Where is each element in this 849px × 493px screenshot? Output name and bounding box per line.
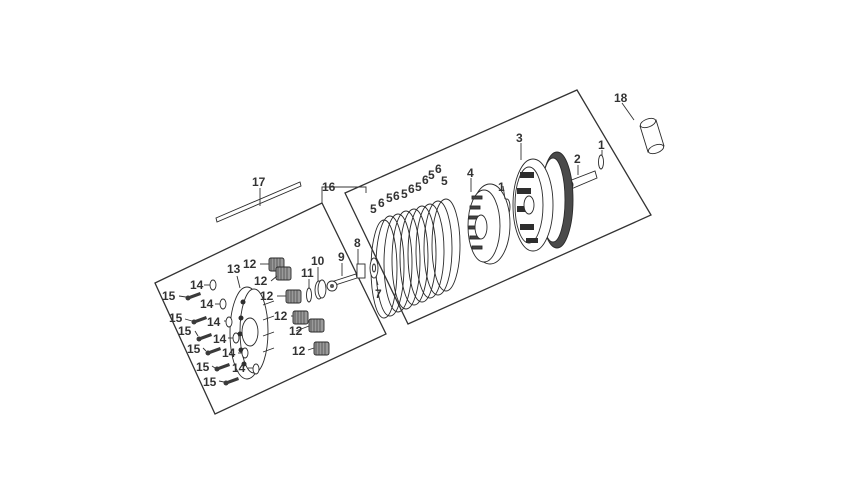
callout-5a: 5 bbox=[370, 202, 377, 216]
clutch-assembly-frame bbox=[344, 89, 652, 325]
callout-15b: 15 bbox=[169, 311, 183, 325]
plate-6d bbox=[407, 205, 437, 303]
leader-lines bbox=[178, 102, 635, 383]
callout-1b: 1 bbox=[498, 180, 505, 194]
bolt-15c bbox=[196, 333, 212, 342]
callout-5b: 5 bbox=[386, 191, 393, 205]
spring-12e bbox=[308, 318, 325, 333]
callout-15c: 15 bbox=[178, 324, 192, 338]
bolt-15d bbox=[205, 347, 221, 356]
springs-12 bbox=[268, 257, 330, 356]
washer-14b bbox=[219, 298, 227, 310]
spring-12f bbox=[313, 341, 330, 356]
callout-12b: 12 bbox=[254, 274, 268, 288]
callout-5c: 5 bbox=[401, 187, 408, 201]
callout-1: 1 bbox=[598, 138, 605, 152]
callout-15d: 15 bbox=[187, 342, 201, 356]
callout-6d: 6 bbox=[422, 173, 429, 187]
callout-5e: 5 bbox=[428, 168, 435, 182]
washer-14e bbox=[241, 347, 249, 359]
plate-5e bbox=[431, 198, 461, 292]
plate-5d bbox=[415, 203, 445, 299]
pushrod-17 bbox=[215, 181, 302, 223]
washer-14d bbox=[232, 332, 240, 344]
clutch-hub-4 bbox=[467, 183, 511, 265]
clutch-housing-3 bbox=[512, 151, 574, 252]
callout-9: 9 bbox=[338, 250, 345, 264]
callout-12a: 12 bbox=[243, 257, 257, 271]
callout-16: 16 bbox=[322, 180, 336, 194]
circlip-1 bbox=[598, 154, 604, 170]
callout-14f: 14 bbox=[232, 361, 246, 375]
callout-11: 11 bbox=[301, 266, 314, 280]
callout-2: 2 bbox=[574, 152, 581, 166]
callout-6b: 6 bbox=[393, 189, 400, 203]
bolt-15f bbox=[223, 377, 239, 386]
bolt-15e bbox=[214, 363, 230, 372]
callout-14e: 14 bbox=[222, 346, 236, 360]
callout-8: 8 bbox=[354, 236, 361, 250]
callout-6e: 6 bbox=[435, 162, 442, 176]
nut-8 bbox=[356, 263, 366, 279]
washer-7 bbox=[369, 257, 379, 279]
washer-14c bbox=[225, 316, 233, 328]
plate-6e bbox=[423, 200, 453, 296]
bolt-15b bbox=[191, 316, 207, 325]
spring-12b bbox=[275, 266, 292, 281]
plate-6c bbox=[391, 210, 421, 310]
bolt-15a bbox=[185, 292, 201, 301]
plate-5b bbox=[383, 213, 413, 313]
callout-18: 18 bbox=[614, 91, 628, 105]
callout-7: 7 bbox=[375, 287, 382, 301]
callout-5f: 5 bbox=[441, 174, 448, 188]
bearing-10 bbox=[314, 279, 327, 300]
callout-15a: 15 bbox=[162, 289, 176, 303]
washer-11 bbox=[306, 287, 312, 303]
callout-12f: 12 bbox=[292, 344, 306, 358]
callout-12e: 12 bbox=[289, 324, 303, 338]
callout-14c: 14 bbox=[207, 315, 221, 329]
callout-4: 4 bbox=[467, 166, 474, 180]
callout-10: 10 bbox=[311, 254, 325, 268]
clutch-plate-stack bbox=[370, 198, 461, 319]
callout-15e: 15 bbox=[196, 360, 210, 374]
bearing-18 bbox=[639, 117, 665, 155]
spring-12c bbox=[285, 289, 302, 304]
callout-6a: 6 bbox=[378, 196, 385, 210]
washer-14a bbox=[209, 279, 217, 291]
washers-14 bbox=[209, 279, 260, 375]
callout-6c: 6 bbox=[408, 182, 415, 196]
callout-12d: 12 bbox=[274, 309, 288, 323]
callout-14b: 14 bbox=[200, 297, 214, 311]
callout-5d: 5 bbox=[415, 180, 422, 194]
lifter-rod-9 bbox=[326, 273, 358, 292]
callout-13: 13 bbox=[227, 262, 241, 276]
spring-12d bbox=[292, 310, 309, 325]
callout-labels: 1 1 2 3 4 5 6 5 6 5 6 5 6 5 6 5 7 8 9 10… bbox=[162, 91, 628, 389]
callout-14d: 14 bbox=[213, 332, 227, 346]
callout-3: 3 bbox=[516, 131, 523, 145]
callout-17: 17 bbox=[252, 175, 266, 189]
washer-14f bbox=[252, 363, 260, 375]
callout-15f: 15 bbox=[203, 375, 217, 389]
plate-5c bbox=[399, 208, 429, 306]
bolts-15 bbox=[185, 292, 239, 386]
pressure-plate-frame bbox=[154, 202, 387, 415]
callout-12c: 12 bbox=[260, 289, 274, 303]
callout-14a: 14 bbox=[190, 278, 204, 292]
